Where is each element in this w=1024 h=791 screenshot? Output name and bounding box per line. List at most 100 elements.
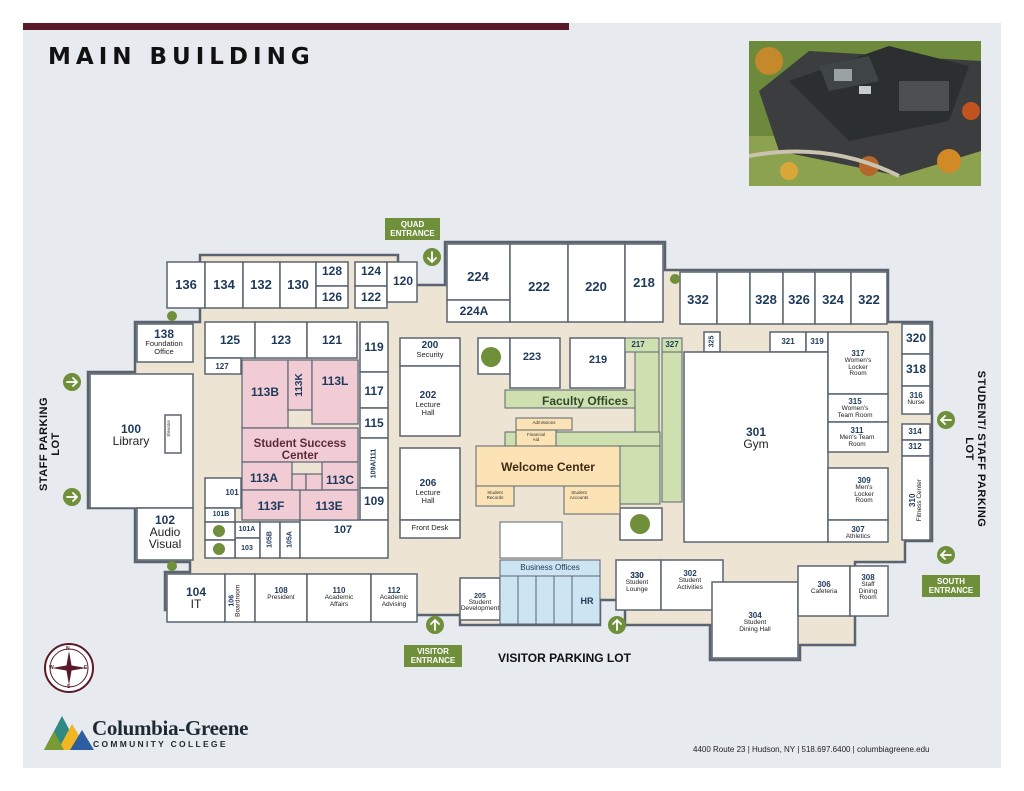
room-label-224: 224: [438, 270, 518, 283]
room-number: 332: [687, 291, 709, 307]
room-316: [901, 385, 931, 415]
room-description: Women's: [841, 405, 869, 412]
room-description: Advising: [381, 600, 407, 608]
room-number: 126: [321, 290, 343, 304]
room-number: 308: [861, 573, 875, 582]
compass-icon: [44, 643, 94, 693]
room-106: [224, 573, 256, 623]
room-label-328: 328: [726, 293, 806, 306]
room-number: 113E: [315, 499, 343, 513]
room-label-105a: 105A: [287, 499, 294, 579]
room-label-113e: 113E: [289, 500, 369, 512]
room-number: 312: [908, 442, 922, 451]
room-number: 307: [851, 525, 865, 534]
room-309: [827, 467, 889, 521]
room-306: [797, 565, 851, 617]
room-113e: [299, 489, 359, 521]
room-description: Team Room: [837, 411, 873, 419]
room-number: 219: [588, 353, 608, 366]
ssc-small-2: [305, 473, 323, 491]
room-number: 113C: [325, 473, 355, 487]
header-accent-bar: [23, 23, 569, 30]
room-label-119: 119: [334, 341, 414, 353]
room-label-222: 222: [499, 280, 579, 293]
room-130: [279, 261, 317, 309]
room-223: [509, 337, 561, 389]
room-number: 224: [467, 268, 489, 284]
room-number: 316: [909, 391, 923, 400]
room-description: Activities: [677, 583, 703, 591]
room-description: Development: [460, 605, 500, 612]
room-205: [459, 577, 501, 621]
room-label-126: 126: [292, 291, 372, 303]
staff-parking-label: STAFF PARKING LOT: [38, 396, 62, 492]
room-number: 132: [250, 276, 272, 292]
room-number: 113B: [250, 385, 280, 399]
zone-label-faculty-offices: Faculty Offices: [541, 394, 629, 408]
room-number: 122: [360, 290, 382, 304]
room-number: 121: [321, 333, 343, 347]
room-308: [849, 565, 889, 617]
room-115: [359, 407, 389, 439]
room-number: 321: [781, 337, 795, 346]
room-label-322: 322: [829, 293, 909, 306]
faculty-row2: [619, 445, 661, 505]
room-description: Library: [112, 434, 150, 448]
room-number: 320: [905, 331, 927, 345]
room-description: Lounge: [626, 585, 648, 593]
room-description: President: [267, 594, 295, 601]
room-description: Student: [625, 579, 649, 586]
compass-e: E: [84, 665, 88, 671]
room-132: [242, 261, 281, 309]
room-label-312: 312: [875, 443, 955, 451]
room-description: Student: [743, 619, 767, 626]
room-315: [827, 393, 889, 423]
room-description: Room: [848, 440, 866, 448]
room-label-325: 325: [709, 301, 716, 381]
room-number: 105B: [266, 530, 274, 548]
room-number: 301: [745, 425, 767, 439]
room-label-113c: 113C: [300, 474, 380, 486]
room-126: [315, 285, 349, 309]
room-label-101b: 101B: [181, 511, 261, 518]
room-number: 128: [321, 264, 343, 278]
room-description: Cafeteria: [810, 588, 838, 595]
room-322: [850, 271, 888, 325]
room-label-113a: 113A: [224, 472, 304, 484]
room-109a: [359, 437, 389, 489]
room-description: Room: [859, 594, 877, 601]
room-number: 125: [219, 333, 241, 347]
room-label-324: 324: [793, 293, 873, 306]
compass-n: N: [66, 646, 70, 652]
room-label-113f: 113F: [231, 500, 311, 512]
room-label-125: 125: [190, 334, 270, 346]
room-311: [827, 421, 889, 453]
zone-student-success: [241, 427, 359, 463]
room-description: Visual: [148, 537, 182, 551]
room-number: 100: [120, 422, 142, 436]
room-description: Men's: [855, 484, 873, 491]
room-label-218: 218: [604, 276, 684, 289]
room-301: [683, 351, 829, 543]
room-label-314: 314: [875, 428, 955, 436]
room-description: Men's Team: [839, 434, 875, 441]
room-label-318: 318: [876, 363, 956, 375]
elevator-label: Elevator: [166, 420, 171, 437]
room-description: Affairs: [329, 600, 349, 608]
room-107: [299, 519, 389, 559]
room-108: [254, 573, 308, 623]
room-description: Student: [678, 577, 702, 584]
room-number: 109: [363, 494, 385, 508]
room-number: 311: [850, 426, 864, 435]
room-label-321: 321: [748, 338, 828, 346]
room-label-320: 320: [876, 332, 956, 344]
room-number: 102: [154, 513, 176, 527]
